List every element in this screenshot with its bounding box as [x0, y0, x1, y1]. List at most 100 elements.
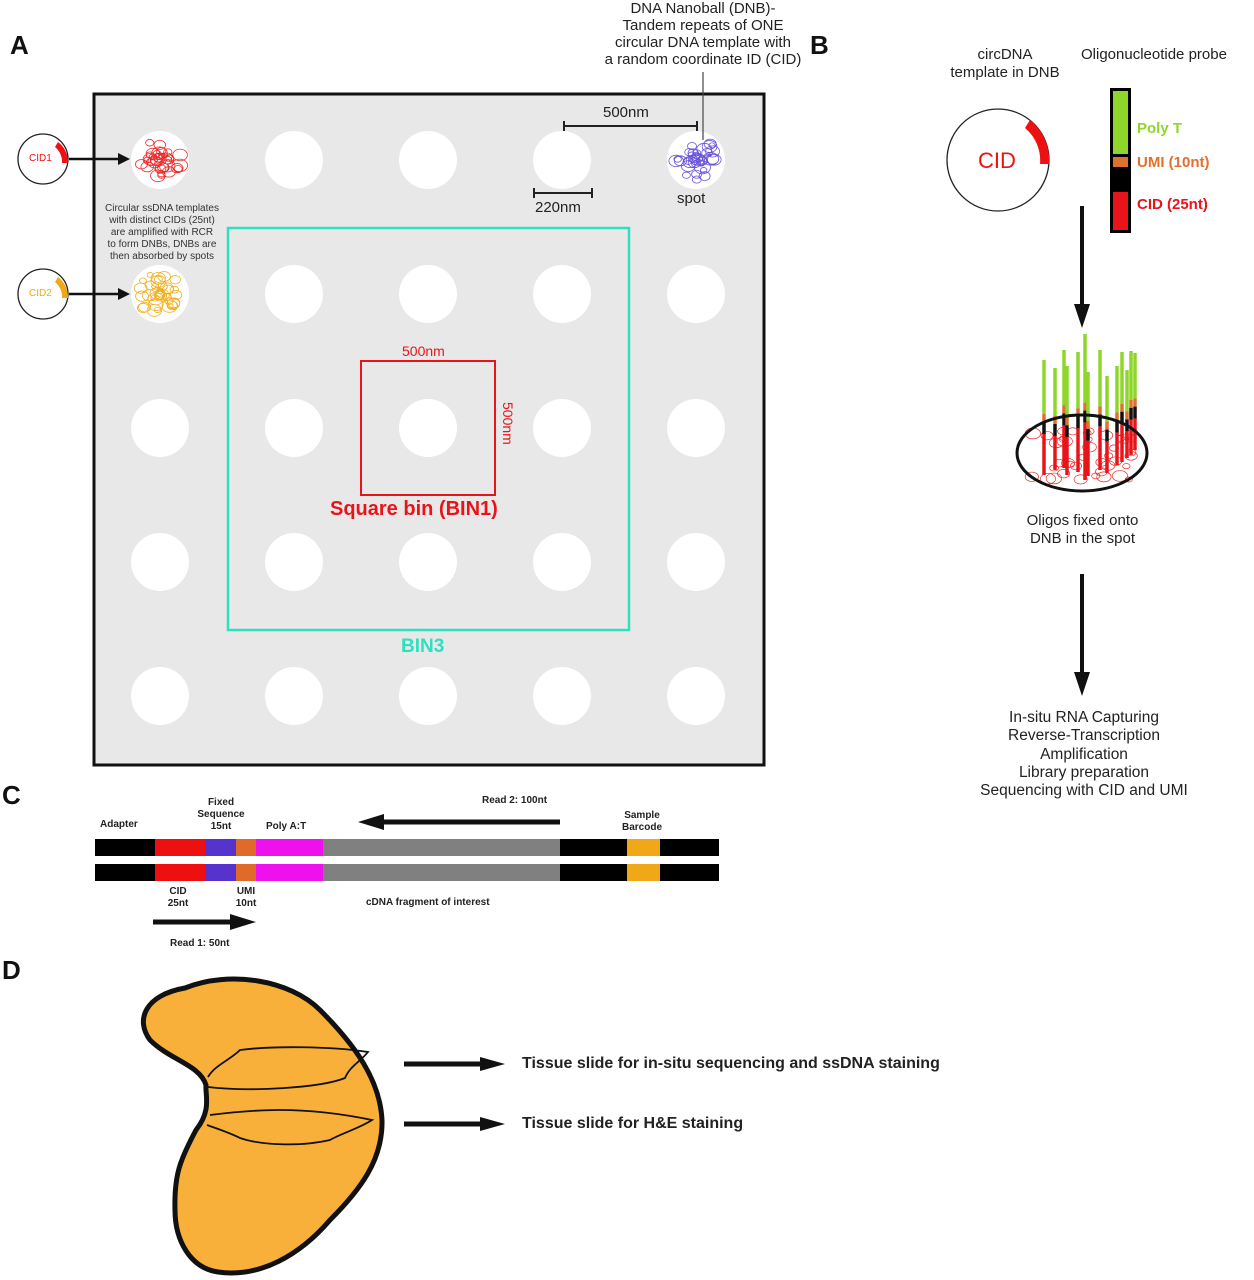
adapter-label: Adapter — [100, 819, 138, 830]
arrow-cid2 — [69, 288, 130, 300]
template-note: Circular ssDNA templates with distinct C… — [88, 203, 236, 263]
oligos-caption: Oligos fixed onto DNB in the spot — [990, 512, 1175, 548]
library-segment-poly-a-t — [256, 864, 323, 881]
bin3-box — [226, 226, 631, 632]
dnb-strand — [668, 138, 722, 184]
spot — [667, 399, 725, 457]
cid2-label: CID2 — [29, 288, 52, 299]
slide2-label: Tissue slide for H&E staining — [522, 1115, 744, 1132]
probe-poly-t-segment — [1113, 91, 1128, 154]
spot — [265, 131, 323, 189]
cdna-label: cDNA fragment of interest — [366, 897, 490, 908]
read2-label: Read 2: 100nt — [482, 795, 548, 806]
spot — [533, 399, 591, 457]
read1-label: Read 1: 50nt — [170, 938, 230, 949]
read1-arrow — [153, 914, 256, 930]
tissue-section-2 — [206, 1109, 375, 1146]
library-segment-adapter-3 — [660, 839, 719, 856]
spot-diameter-scale-bar — [533, 188, 593, 198]
cid1-marker — [55, 142, 69, 163]
spot — [667, 533, 725, 591]
library-segment-adapter-2 — [560, 864, 627, 881]
probe-umi-segment — [1113, 157, 1128, 167]
workflow-step: Reverse-Transcription — [1008, 727, 1160, 745]
probe-title: Oligonucleotide probe — [1081, 46, 1227, 63]
spot — [265, 667, 323, 725]
probe-umi-label: UMI (10nt) — [1137, 154, 1210, 171]
circdna-title-line: circDNA — [977, 46, 1033, 63]
bin3-label: BIN3 — [401, 636, 445, 657]
library-segment-cid — [155, 839, 205, 856]
arrow-down-2 — [1074, 574, 1090, 696]
probe-poly-t-label: Poly T — [1137, 120, 1183, 137]
dnb-title-line: DNA Nanoball (DNB)- — [630, 0, 776, 17]
library-segment-cid — [155, 864, 205, 881]
sample-barcode-label-line: Sample — [624, 810, 660, 821]
workflow-step: In-situ RNA Capturing — [1009, 709, 1159, 726]
probe-cid-label: CID (25nt) — [1137, 196, 1208, 213]
dnb-cid2 — [133, 271, 183, 317]
spot — [265, 533, 323, 591]
probe-cid-segment — [1113, 192, 1128, 230]
spot — [399, 131, 457, 189]
library-segment-cdna — [323, 864, 560, 881]
umi-length-label-line: UMI — [236, 886, 256, 897]
circdna-cid-label: CID — [978, 148, 1016, 173]
panel-d-letter: D — [2, 955, 21, 985]
cid-length-label-line: 25nt — [167, 898, 189, 909]
library-segment-adapter-3 — [660, 864, 719, 881]
workflow-step: Sequencing with CID and UMI — [980, 782, 1188, 800]
workflow-step: Amplification — [1040, 745, 1128, 763]
template-note-line: are amplified with RCR — [110, 227, 214, 238]
umi-length-label-line: 10nt — [235, 898, 257, 909]
workflow-step: Library preparation — [1018, 763, 1150, 781]
library-segment-fixed-sequence — [205, 839, 236, 856]
bin1-label: Square bin (BIN1) — [330, 498, 498, 520]
spot — [533, 667, 591, 725]
panel-c-letter: C — [2, 780, 21, 810]
sample-barcode-label: Sample Barcode — [612, 810, 672, 834]
workflow-steps: In-situ RNA Capturing Reverse-Transcript… — [950, 709, 1218, 800]
pitch-label: 500nm — [603, 104, 649, 121]
spot-label: spot — [677, 190, 706, 207]
cid-length-label: CID 25nt — [160, 886, 196, 910]
library-segment-cdna — [323, 839, 560, 856]
read2-arrow — [358, 814, 560, 830]
dnb-strand — [133, 271, 183, 317]
library-segment-fixed-sequence — [205, 864, 236, 881]
slide1-label: Tissue slide for in-situ sequencing and … — [522, 1055, 940, 1072]
fixed-sequence-label-line: 15nt — [210, 821, 232, 832]
library-segment-umi — [236, 839, 256, 856]
arrow-down-1 — [1074, 206, 1090, 328]
spot — [131, 533, 189, 591]
circdna-cid-marker — [1025, 120, 1050, 164]
umi-length-label: UMI 10nt — [228, 886, 264, 910]
spot — [265, 399, 323, 457]
spot — [667, 667, 725, 725]
template-note-line: to form DNBs, DNBs are — [107, 239, 217, 250]
template-note-line: Circular ssDNA templates — [105, 203, 219, 214]
spot — [399, 265, 457, 323]
circdna-title-line: template in DNB — [950, 64, 1060, 81]
template-note-line: with distinct CIDs (25nt) — [109, 215, 215, 226]
tissue-section-1 — [207, 1046, 370, 1091]
tissue-shape — [140, 976, 385, 1276]
arrow-cid1 — [69, 153, 130, 165]
spot — [399, 399, 457, 457]
library-segment-umi — [236, 864, 256, 881]
dnb-title: DNA Nanoball (DNB)- Tandem repeats of ON… — [548, 0, 858, 68]
dnb-strand — [135, 139, 188, 182]
library-segment-poly-a-t — [256, 839, 323, 856]
spot — [265, 265, 323, 323]
arrow-slide1 — [404, 1057, 505, 1071]
dnb-title-line: circular DNA template with — [615, 34, 791, 51]
spot — [533, 265, 591, 323]
sample-barcode-label-line: Barcode — [621, 822, 662, 833]
spot — [533, 131, 591, 189]
dnb-spot — [668, 138, 722, 184]
library-segment-adapter — [95, 864, 155, 881]
fixed-sequence-label-line: Sequence — [197, 809, 245, 820]
library-segment-sample-barcode — [627, 839, 660, 856]
oligos-caption-line: DNB in the spot — [1029, 530, 1136, 547]
arrow-slide2 — [404, 1117, 505, 1131]
